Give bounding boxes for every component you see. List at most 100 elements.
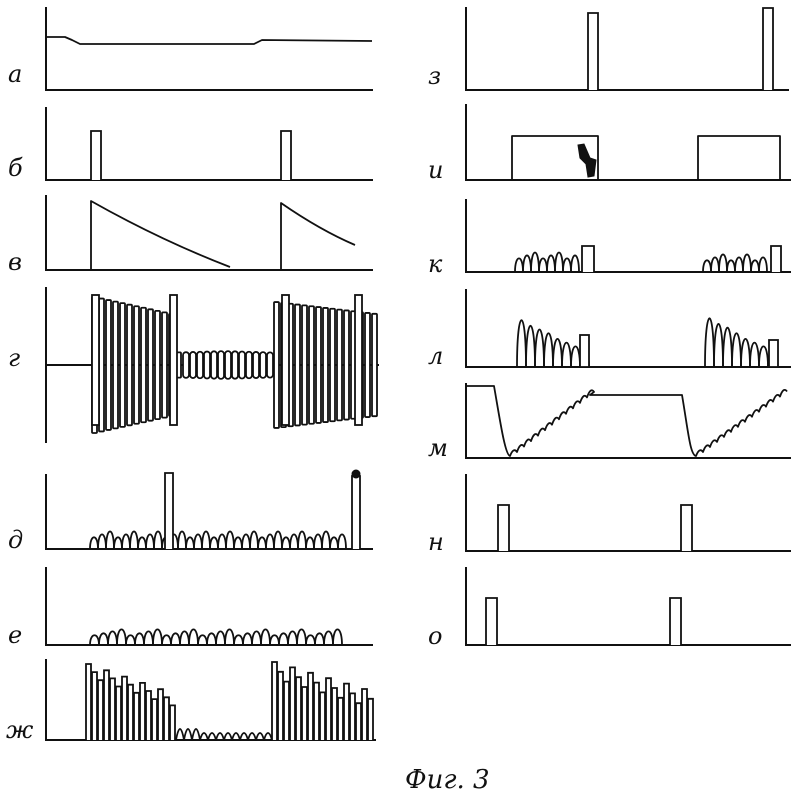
panel-e-bump bbox=[333, 629, 342, 645]
panel-label-g: г bbox=[8, 344, 20, 372]
panel-k-bump bbox=[759, 257, 767, 272]
panel-g-oscillation-bar bbox=[260, 352, 266, 378]
panel-e-bump bbox=[153, 629, 162, 645]
panel-g-oscillation-bar bbox=[267, 352, 273, 377]
panel-e-axes bbox=[46, 568, 372, 645]
panel-e-bump bbox=[279, 633, 288, 645]
panel-zh-bar bbox=[134, 693, 139, 740]
panel-k-bump bbox=[571, 255, 579, 272]
panel-o-pulse-1 bbox=[486, 598, 497, 645]
panel-label-i: и bbox=[428, 156, 443, 184]
panel-a bbox=[46, 8, 372, 90]
panel-zh-bar bbox=[314, 683, 319, 740]
panel-g-oscillation-bar bbox=[274, 302, 279, 428]
panel-e-bump bbox=[243, 633, 252, 645]
panel-d-pulse-2-dot bbox=[352, 470, 360, 478]
panel-e-bump bbox=[225, 629, 234, 645]
panel-z-axes bbox=[466, 8, 788, 90]
panel-g-oscillation-bar bbox=[148, 309, 153, 420]
panel-d-pulse-1 bbox=[165, 473, 173, 549]
panel-e-bump bbox=[180, 631, 189, 645]
panel-zh-bar bbox=[122, 677, 127, 740]
panel-l-bump bbox=[741, 339, 750, 367]
panel-l-bump bbox=[714, 324, 723, 367]
panel-k-bump bbox=[719, 254, 727, 272]
panel-g-oscillation-bar bbox=[309, 306, 314, 424]
panel-d-bump bbox=[138, 537, 146, 549]
panel-e-bump bbox=[252, 631, 261, 645]
panel-label-b: б bbox=[8, 154, 23, 182]
panel-d-bump bbox=[242, 534, 250, 549]
panel-g-oscillation-bar bbox=[204, 352, 210, 379]
panel-zh-bar bbox=[146, 691, 151, 740]
panel-g-oscillation-bar bbox=[155, 311, 160, 419]
panel-g-oscillation-bar bbox=[197, 352, 203, 379]
panel-zh-bar bbox=[164, 697, 169, 740]
panel-label-d: д bbox=[8, 526, 23, 554]
panel-g-oscillation-bar bbox=[141, 308, 146, 422]
panel-zh-bar bbox=[332, 688, 337, 740]
panel-g-oscillation-bar bbox=[372, 314, 377, 416]
panel-k-bump bbox=[563, 258, 571, 272]
panel-k bbox=[466, 200, 790, 272]
panel-g-oscillation-bar bbox=[337, 310, 342, 421]
panel-g-oscillation-bar bbox=[330, 309, 335, 421]
panel-g-oscillation-bar bbox=[365, 313, 370, 417]
panel-d-bump bbox=[266, 534, 274, 549]
panel-l-step bbox=[769, 340, 778, 367]
panel-label-m: м bbox=[428, 434, 448, 462]
panel-b-pulse-2 bbox=[281, 131, 291, 180]
panel-g-oscillation-bar bbox=[127, 305, 132, 426]
panel-n-axes bbox=[466, 475, 790, 551]
panel-g-oscillation-bar bbox=[211, 351, 217, 378]
panel-label-e: е bbox=[8, 621, 22, 649]
panel-zh-bar bbox=[98, 680, 103, 740]
panel-d-bump bbox=[226, 531, 234, 549]
panel-label-z: з bbox=[428, 62, 441, 90]
panel-zh-bar bbox=[110, 678, 115, 740]
panel-d-bump bbox=[154, 531, 162, 549]
panel-g-oscillation-bar bbox=[239, 352, 245, 379]
panel-e-bump bbox=[171, 633, 180, 645]
panel-k-pulse-2 bbox=[771, 246, 781, 272]
panel-m-waveform bbox=[466, 386, 787, 456]
panel-g-oscillation-bar bbox=[295, 305, 300, 426]
panel-d-bump bbox=[202, 531, 210, 549]
panel-e-bump bbox=[207, 633, 216, 645]
panel-l bbox=[466, 290, 790, 367]
panel-zh bbox=[46, 660, 375, 740]
panel-e-bump bbox=[90, 635, 99, 645]
panel-label-l: л bbox=[428, 342, 443, 370]
panel-d-bump bbox=[130, 531, 138, 549]
panel-l-bump bbox=[705, 318, 714, 367]
panel-zh-bar bbox=[338, 698, 343, 740]
panel-d-bump bbox=[234, 537, 242, 549]
panel-g-oscillation-bar bbox=[225, 351, 231, 379]
panel-g-oscillation-bar bbox=[316, 307, 321, 423]
panel-label-a: а bbox=[8, 60, 22, 88]
panel-e-bumps bbox=[90, 629, 342, 645]
panel-zh-bar bbox=[170, 705, 175, 740]
panel-e-bump bbox=[108, 631, 117, 645]
panel-label-o: о bbox=[428, 622, 442, 650]
panel-e-bump bbox=[261, 629, 270, 645]
panel-d-pulse-2 bbox=[352, 476, 360, 549]
panel-e-bump bbox=[234, 635, 243, 645]
panel-g-oscillation-bar bbox=[183, 352, 189, 378]
panel-k-bump bbox=[531, 253, 539, 273]
panel-z bbox=[466, 8, 788, 90]
panel-b-pulse-1 bbox=[91, 131, 101, 180]
panel-d-bump bbox=[218, 534, 226, 549]
panel-g-oscillation-bar bbox=[106, 300, 111, 430]
panel-d-bump bbox=[314, 534, 322, 549]
panel-k-bump bbox=[555, 253, 563, 273]
panel-d-bump bbox=[90, 537, 98, 549]
panel-o bbox=[466, 568, 790, 645]
panel-g-oscillation-bar bbox=[246, 352, 252, 379]
panel-v bbox=[46, 196, 372, 270]
panel-m bbox=[466, 384, 790, 458]
panel-a-axes bbox=[46, 8, 372, 90]
panel-zh-bar bbox=[128, 685, 133, 740]
panel-l-bump bbox=[759, 346, 768, 367]
